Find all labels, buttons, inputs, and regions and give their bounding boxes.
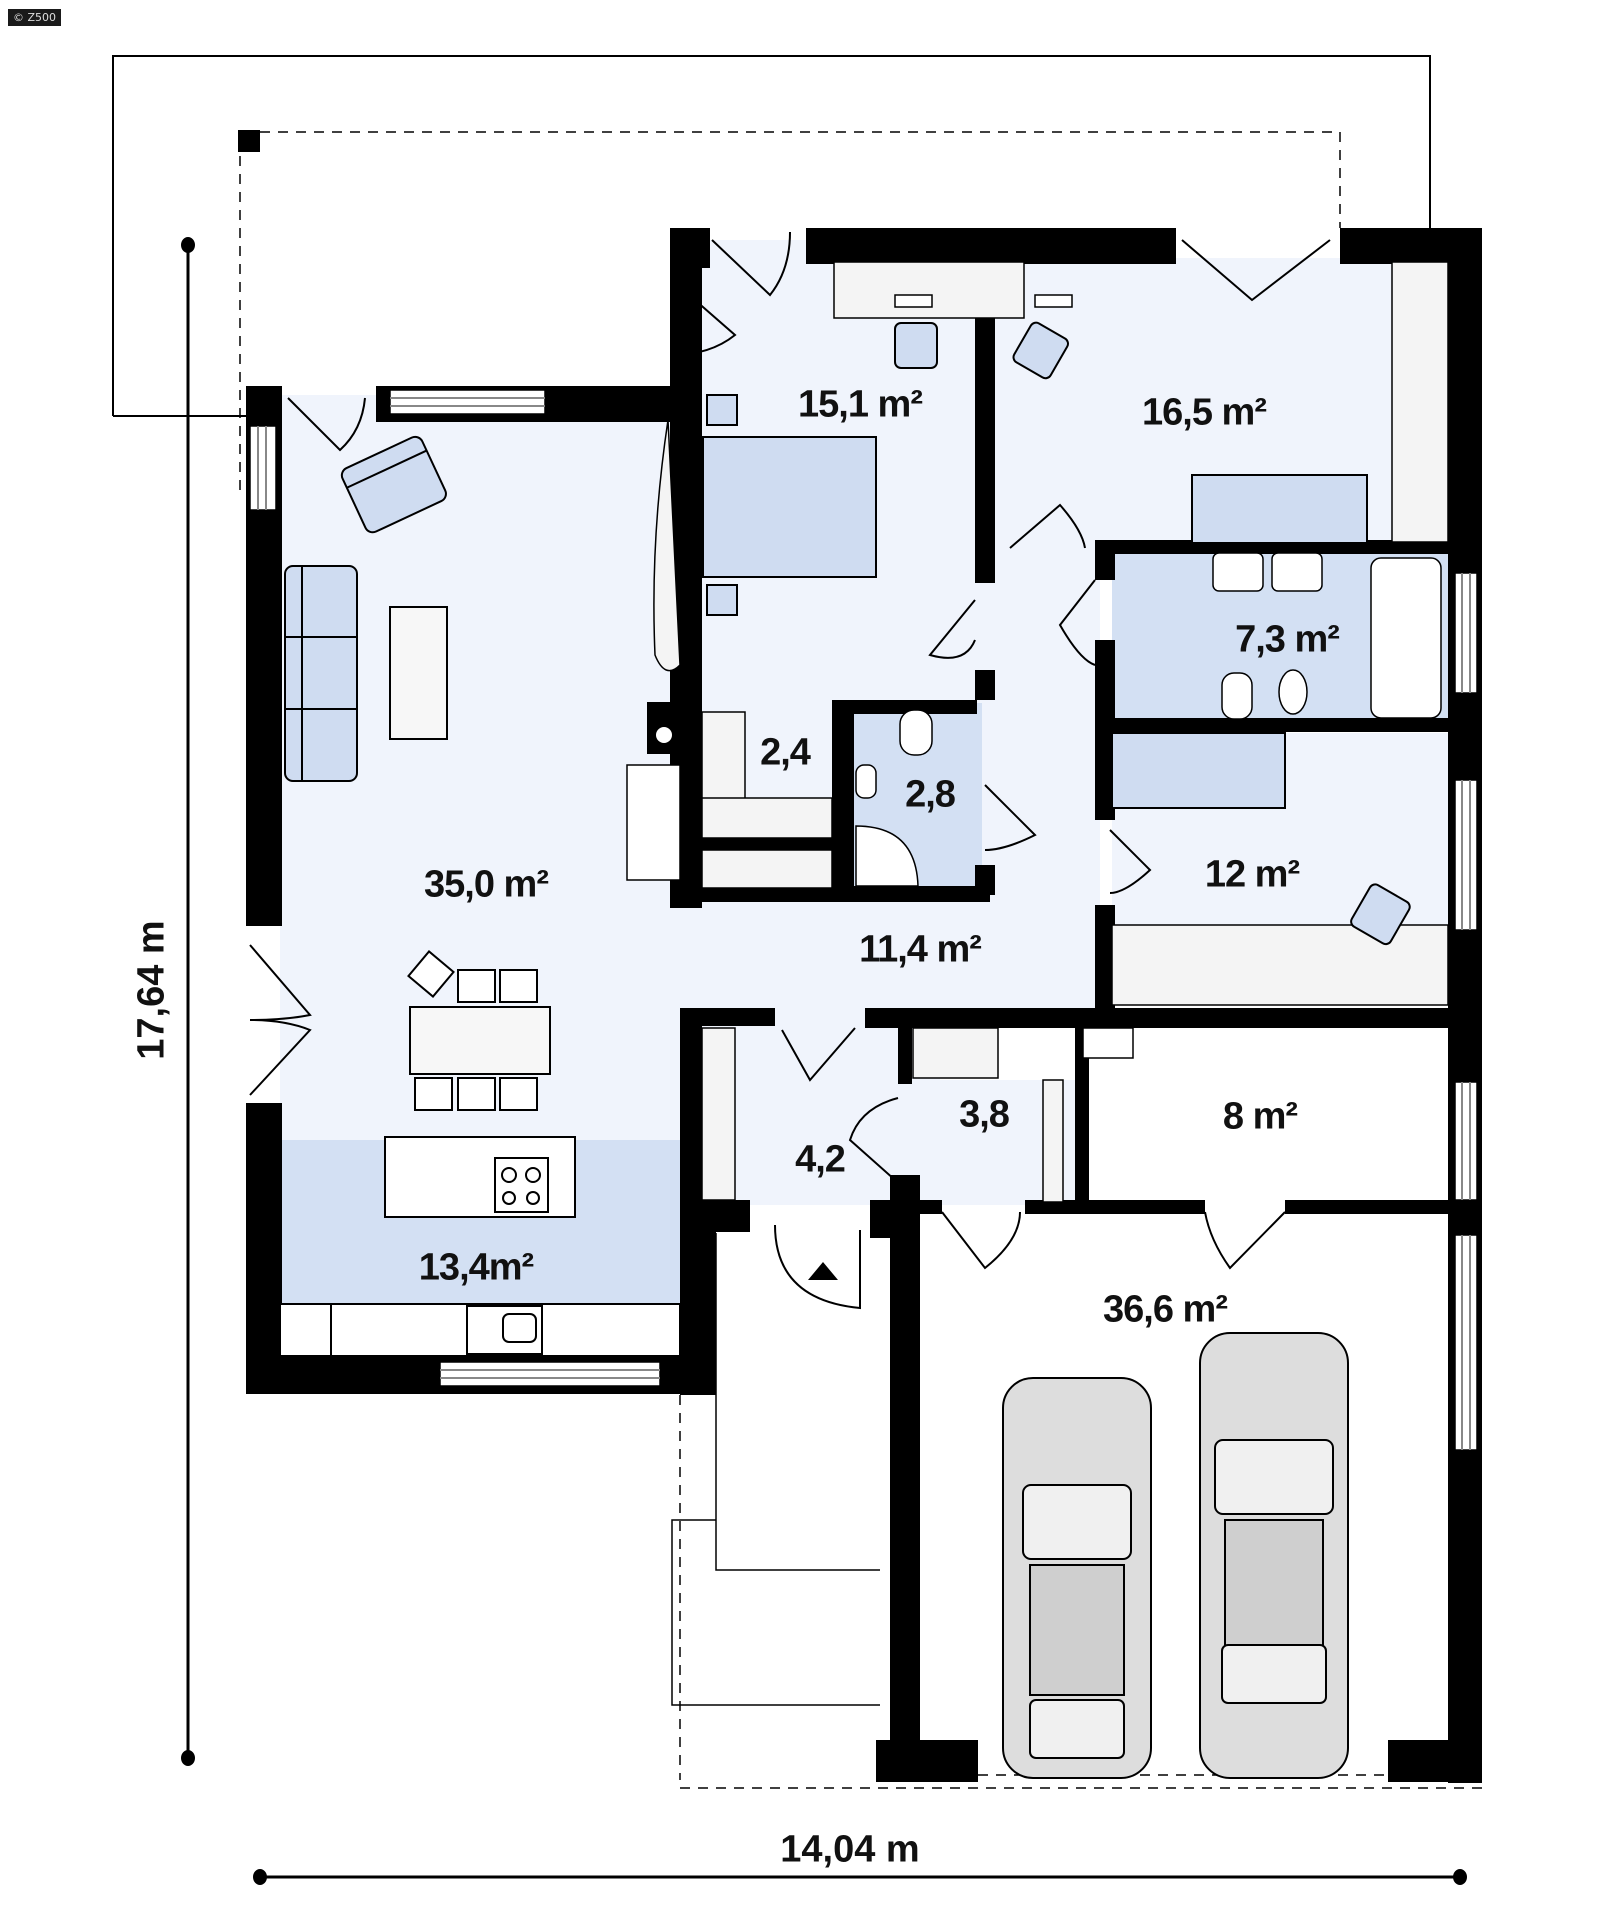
fireplace: [626, 764, 681, 881]
utility-column: [1042, 1079, 1064, 1203]
room-area-kitchen: 13,4m²: [418, 1246, 534, 1289]
entrance-porch: [671, 1233, 1482, 1789]
room-area-living: 35,0 m²: [424, 863, 549, 906]
window-kitchen-bottom: [439, 1361, 661, 1387]
window-boiler: [1454, 1081, 1478, 1201]
vestibule-wardrobe: [701, 1027, 736, 1201]
terrace-dashed-outline: [239, 131, 1341, 490]
door-bed1-terrace-a: [711, 231, 791, 297]
door-wc: [984, 784, 1037, 851]
utility-cabinet: [912, 1027, 999, 1079]
door-bed2-terrace: [1181, 239, 1331, 302]
room-area-bedroom1: 15,1 m²: [798, 383, 923, 426]
room-area-garage: 36,6 m²: [1103, 1288, 1228, 1331]
bed-icon-3: [1111, 732, 1286, 809]
windows: [249, 389, 1478, 1451]
car-icon-right: [1199, 1332, 1349, 1779]
dining-table-icon: [407, 950, 551, 1111]
door-vestibule-hall: [781, 1027, 856, 1082]
door-front: [774, 1224, 861, 1310]
desk-chair-icon: [894, 322, 938, 369]
entrance-arrow-icon: [808, 1262, 838, 1280]
room-area-bathroom: 7,3 m²: [1235, 618, 1340, 661]
door-garage-utility: [941, 1211, 1021, 1270]
bathroom-fixtures: [1212, 552, 1442, 720]
window-living-top: [389, 389, 546, 415]
watermark: © Z500: [8, 9, 62, 26]
room-area-bedroom2: 16,5 m²: [1142, 391, 1267, 434]
door-bed3-hall: [1109, 829, 1152, 894]
room-area-utility: 3,8: [959, 1093, 1010, 1136]
wc-fixtures: [855, 709, 933, 887]
armchair-icon: [340, 435, 447, 534]
door-bed1-terrace-b: [671, 279, 737, 356]
door-bed2-hall: [1009, 503, 1086, 549]
desk-chair-icon-3: [1350, 883, 1411, 946]
door-terrace-living: [287, 397, 366, 452]
door-living-side: [249, 944, 312, 1096]
wardrobe-icon: [1391, 261, 1449, 543]
dimension-lines: [186, 245, 1460, 1879]
tv-stand-icon: [653, 419, 681, 672]
doors: [249, 231, 1331, 1310]
roof-outline: [112, 55, 1431, 416]
desk-chair-icon-2: [1012, 321, 1069, 380]
kitchen-counter: [279, 1303, 681, 1357]
room-area-wc: 2,8: [905, 773, 956, 816]
window-living-left: [249, 425, 277, 511]
desk-icon: [833, 261, 1073, 319]
door-garage-boiler: [1204, 1211, 1286, 1270]
window-garage: [1454, 1234, 1478, 1451]
boiler-icon: [1082, 1027, 1134, 1059]
window-bed3: [1454, 779, 1478, 931]
coffee-table: [389, 606, 448, 740]
room-area-bedroom3: 12 m²: [1204, 853, 1300, 896]
room-area-vestibule: 4,2: [795, 1138, 846, 1181]
closet-fixtures: [701, 711, 1449, 1006]
window-bath: [1454, 572, 1478, 694]
door-bath-hall: [1058, 579, 1096, 666]
sofa-icon: [284, 565, 358, 782]
dimension-width-label: 14,04 m: [780, 1828, 920, 1871]
terrace-post: [238, 130, 260, 152]
door-bed1-hall: [928, 599, 976, 659]
bed-icon: [702, 394, 877, 616]
car-icon-left: [1002, 1377, 1152, 1779]
room-area-hall: 11,4 m²: [859, 928, 982, 971]
dimension-depth-label: 17,64 m: [130, 920, 173, 1060]
room-area-closet: 2,4: [760, 731, 811, 774]
door-vestibule-utility: [848, 1097, 899, 1181]
bed-icon-2: [1191, 474, 1368, 544]
kitchen-island: [384, 1136, 576, 1218]
room-area-boiler: 8 m²: [1222, 1095, 1298, 1138]
